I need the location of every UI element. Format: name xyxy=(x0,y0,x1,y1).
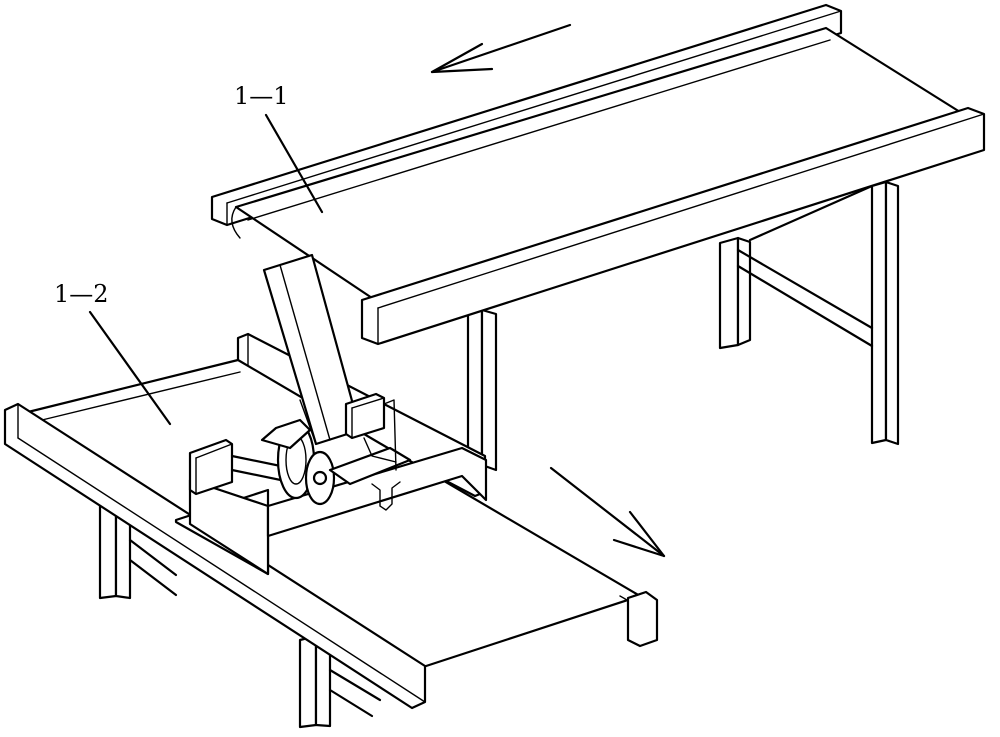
right-motor xyxy=(344,392,386,440)
feeder-mechanism xyxy=(174,253,488,576)
label-upper-text: 1—1 xyxy=(234,82,289,110)
leader-line-upper xyxy=(264,113,324,214)
label-lower-text: 1—2 xyxy=(54,280,109,308)
upper-front-rail xyxy=(360,106,986,346)
upper-legs xyxy=(466,180,900,472)
feed-plate xyxy=(328,446,412,486)
arrow-lower-direction xyxy=(549,466,666,558)
upper-conveyor xyxy=(210,3,986,472)
arrow-upper-direction xyxy=(430,23,572,74)
left-motor xyxy=(188,438,234,496)
leader-line-lower xyxy=(88,310,172,426)
lower-legs xyxy=(98,494,382,729)
label-upper-conveyor: 1—1 xyxy=(234,82,324,214)
label-lower-conveyor: 1—2 xyxy=(54,280,172,426)
lower-end-rail xyxy=(626,590,659,648)
